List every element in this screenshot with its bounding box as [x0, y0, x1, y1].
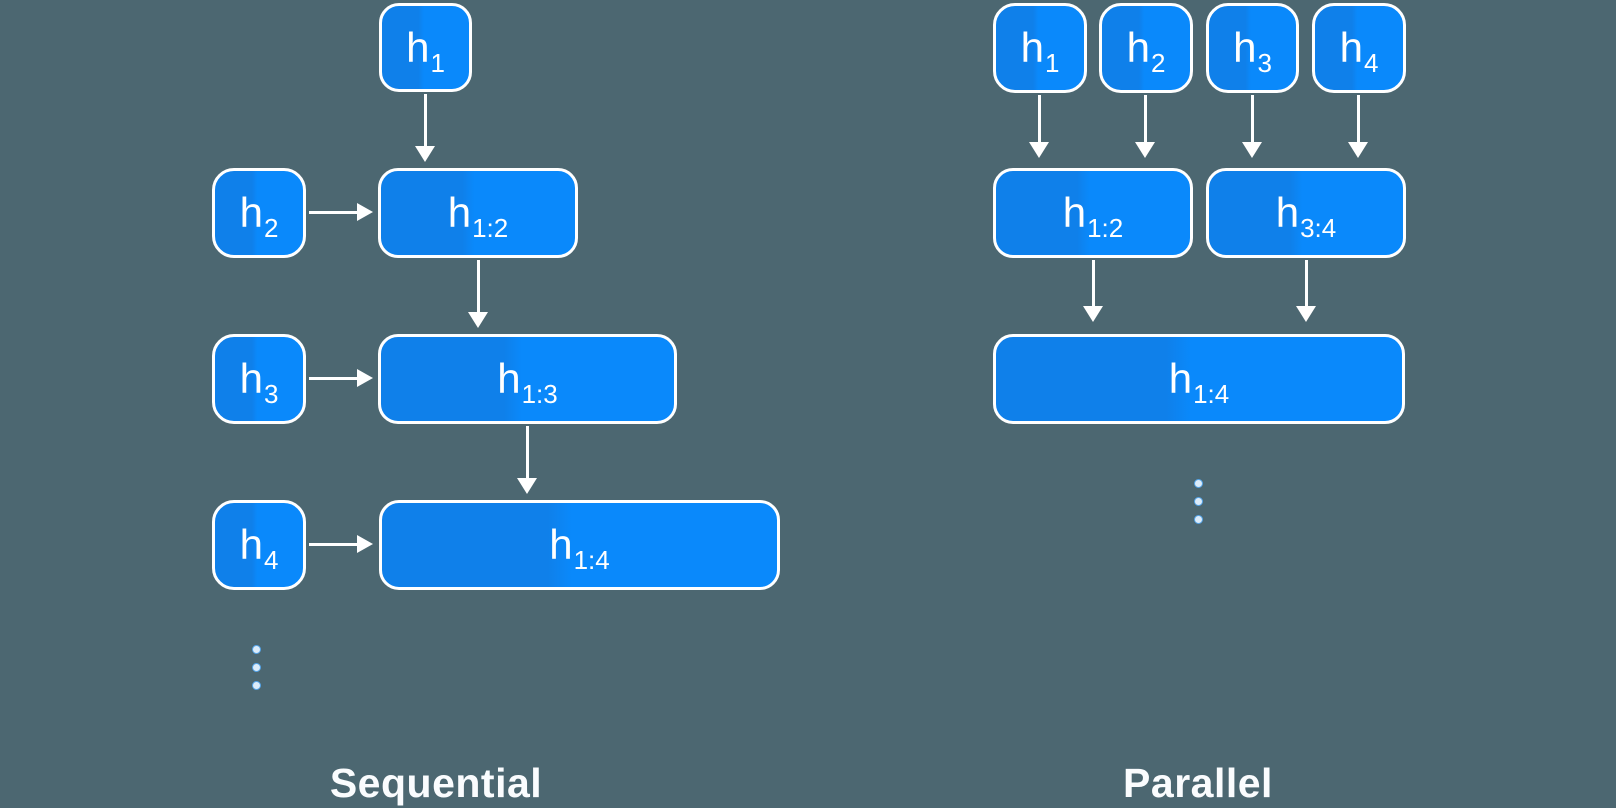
parallel-caption: Parallel: [1123, 760, 1273, 806]
node-seq-h4-label: h4: [239, 521, 279, 575]
arrow-shaft: [477, 260, 480, 312]
arrow-head-down-icon: [517, 478, 537, 494]
node-par-h2-label: h2: [1126, 24, 1166, 78]
arrow-shaft: [1092, 260, 1095, 306]
node-par-h14-label: h1:4: [1168, 355, 1230, 409]
arrow-shaft: [424, 94, 427, 146]
node-seq-h1-label: h1: [406, 23, 445, 78]
node-par-h4-label: h4: [1339, 24, 1379, 78]
node-par-h3: h3: [1206, 3, 1299, 93]
arrow-shaft: [526, 426, 529, 478]
vertical-ellipsis-dot: [252, 681, 261, 690]
arrow-shaft: [1038, 95, 1041, 142]
vertical-ellipsis-dot: [1194, 515, 1203, 524]
node-seq-h14-label: h1:4: [549, 521, 610, 575]
arrow-shaft: [1357, 95, 1360, 142]
node-seq-h13-label: h1:3: [497, 355, 558, 409]
arrow-shaft: [1251, 95, 1254, 142]
node-par-h1-label: h1: [1020, 24, 1060, 78]
node-par-h2: h2: [1099, 3, 1193, 93]
node-seq-h2-label: h2: [239, 189, 279, 243]
sequential-caption: Sequential: [329, 760, 543, 806]
arrow-head-right-icon: [357, 203, 373, 221]
arrow-head-down-icon: [415, 146, 435, 162]
node-seq-h13: h1:3: [378, 334, 677, 424]
vertical-ellipsis-dot: [252, 645, 261, 654]
node-par-h34: h3:4: [1206, 168, 1406, 258]
arrow-shaft: [1144, 95, 1147, 142]
arrow-head-down-icon: [1242, 142, 1262, 158]
node-par-h1: h1: [993, 3, 1087, 93]
arrow-head-down-icon: [1296, 306, 1316, 322]
node-seq-h14: h1:4: [379, 500, 780, 590]
arrow-head-down-icon: [1083, 306, 1103, 322]
node-par-h3-label: h3: [1233, 24, 1272, 78]
node-seq-h12: h1:2: [378, 168, 578, 258]
node-seq-h3-label: h3: [239, 355, 279, 409]
vertical-ellipsis-dot: [1194, 479, 1203, 488]
vertical-ellipsis-dot: [1194, 497, 1203, 506]
node-par-h4: h4: [1312, 3, 1406, 93]
arrow-shaft: [309, 211, 357, 214]
arrow-head-down-icon: [1348, 142, 1368, 158]
arrow-head-right-icon: [357, 369, 373, 387]
node-seq-h4: h4: [212, 500, 306, 590]
node-par-h12-label: h1:2: [1062, 189, 1124, 243]
node-seq-h1: h1: [379, 3, 472, 92]
arrow-head-right-icon: [357, 535, 373, 553]
node-par-h14: h1:4: [993, 334, 1405, 424]
arrow-shaft: [1305, 260, 1308, 306]
node-seq-h2: h2: [212, 168, 306, 258]
node-par-h12: h1:2: [993, 168, 1193, 258]
arrow-shaft: [309, 377, 357, 380]
vertical-ellipsis-dot: [252, 663, 261, 672]
arrow-head-down-icon: [1029, 142, 1049, 158]
node-seq-h12-label: h1:2: [447, 189, 509, 243]
arrow-head-down-icon: [1135, 142, 1155, 158]
node-seq-h3: h3: [212, 334, 306, 424]
arrow-shaft: [309, 543, 357, 546]
arrow-head-down-icon: [468, 312, 488, 328]
node-par-h34-label: h3:4: [1275, 189, 1337, 243]
